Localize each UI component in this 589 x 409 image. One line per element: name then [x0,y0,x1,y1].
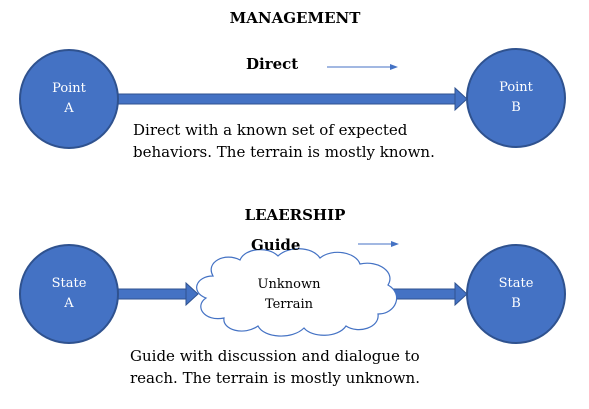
state-a-label-line2: A [64,296,74,311]
management-description: Direct with a known set of expected beha… [133,119,435,163]
management-description-line1: Direct with a known set of expected [133,121,408,139]
point-a-label-line2: A [64,101,74,116]
leadership-path-arrow-left [117,281,199,307]
leadership-description-line1: Guide with discussion and dialogue to [130,347,420,365]
point-b-label-line2: B [511,100,521,115]
cloud-label: Unknown Terrain [229,275,349,315]
management-title: MANAGEMENT [229,9,361,27]
management-path-arrow [117,86,468,112]
leadership-subtitle: Guide [251,236,301,254]
state-b-label-line2: B [511,296,521,311]
leadership-description: Guide with discussion and dialogue to re… [130,345,420,389]
leadership-title: LEAERSHIP [244,206,346,224]
state-b-node: State B [466,244,566,344]
point-a-node: Point A [19,49,119,149]
cloud-label-line2: Terrain [264,297,314,312]
leadership-path-arrow-right [391,281,468,307]
point-b-label-line1: Point [499,80,533,95]
management-direction-arrow-icon [327,64,398,70]
cloud-label-line1: Unknown [257,277,321,292]
management-subtitle: Direct [246,55,299,73]
point-a-label-line1: Point [52,81,86,96]
state-a-label-line1: State [51,276,87,291]
point-b-node: Point B [466,48,566,148]
state-b-label-line1: State [498,276,534,291]
management-description-line2: behaviors. The terrain is mostly known. [133,143,435,161]
leadership-direction-arrow-icon [358,241,399,247]
state-a-node: State A [19,244,119,344]
leadership-description-line2: reach. The terrain is mostly unknown. [130,369,420,387]
unknown-terrain-cloud-shape [196,248,398,337]
